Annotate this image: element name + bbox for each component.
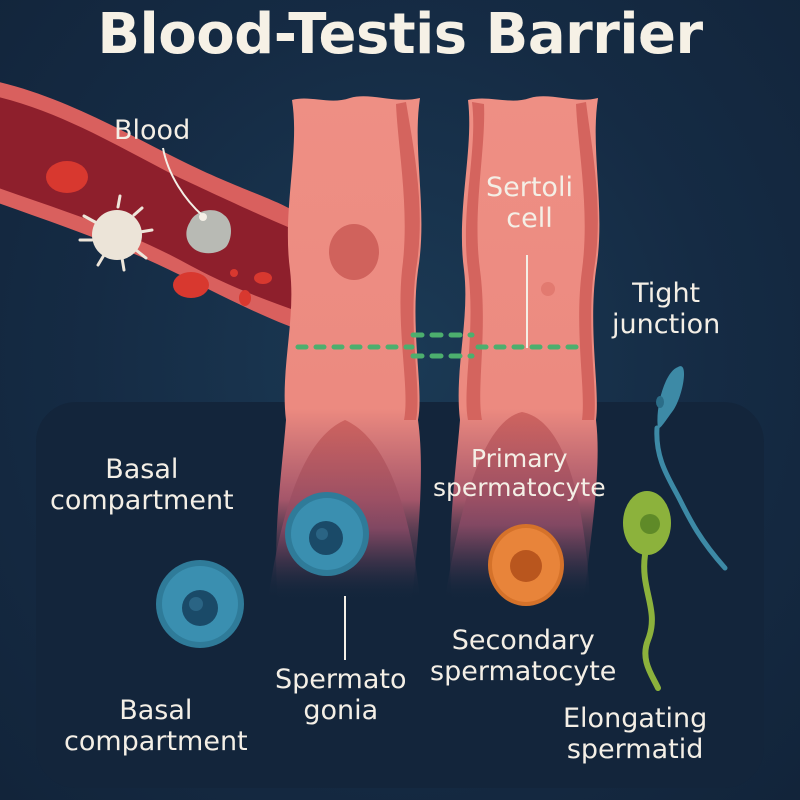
red-blood-cell: [173, 272, 209, 298]
primary-spermatocyte-label: Primary spermatocyte: [433, 444, 606, 502]
basal-compartment-label-bottom: Basal compartment: [64, 695, 248, 758]
tight-junction: [295, 332, 588, 359]
secondary-spermatocyte-label: Secondary spermatocyte: [430, 625, 617, 688]
basal-compartment-label-top: Basal compartment: [50, 454, 234, 517]
blood-pointer-line: [162, 147, 204, 217]
spermatogonium-cell: [156, 560, 244, 648]
white-blood-cell: [78, 194, 154, 272]
blood-label: Blood: [114, 115, 191, 146]
sertoli-cell-label: Sertoli cell: [486, 172, 573, 235]
blood-vessel: [0, 82, 300, 330]
mature-sperm: [654, 366, 728, 571]
red-blood-cell: [46, 161, 88, 193]
tight-junction-label: Tight junction: [612, 278, 721, 341]
spermatogonia-label: Spermato gonia: [275, 664, 407, 727]
elongating-spermatid-label: Elongating spermatid: [563, 703, 708, 766]
platelet: [186, 210, 231, 254]
elongating-spermatid-cell: [623, 491, 671, 691]
red-blood-cell: [239, 290, 251, 306]
primary-spermatocyte-cell: [488, 524, 564, 606]
red-blood-cell: [230, 269, 238, 277]
red-blood-cell: [254, 272, 272, 284]
page-title: Blood-Testis Barrier: [97, 2, 703, 67]
sertoli-nucleus: [329, 224, 379, 280]
spermatogonium-cell: [285, 492, 369, 576]
